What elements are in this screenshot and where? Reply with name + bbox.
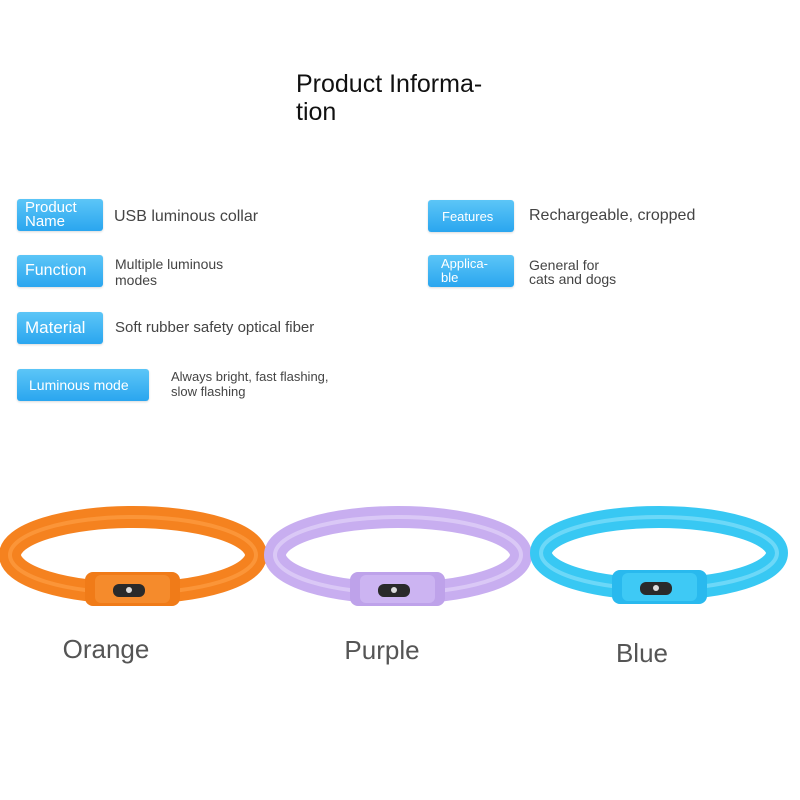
label-function-text: Function (25, 262, 87, 279)
label-features-text: Features (442, 208, 494, 224)
page-title: Product Informa- tion (296, 70, 483, 126)
collar-purple-image (264, 506, 532, 606)
label-applicable: Applica- ble (428, 255, 514, 287)
value-luminous-mode: Always bright, fast flashing, slow flash… (171, 369, 329, 399)
color-name-purple: Purple (344, 635, 420, 665)
value-applicable: General for cats and dogs (529, 257, 617, 287)
color-name-blue: Blue (615, 638, 669, 668)
value-material: Soft rubber safety optical fiber (115, 319, 315, 336)
collar-orange-image (0, 506, 267, 606)
value-features: Rechargeable, cropped (529, 207, 696, 224)
label-luminous-mode-text: Luminous mode (29, 377, 129, 393)
color-name-orange: Orange (62, 634, 150, 664)
label-material-text: Material (25, 318, 86, 337)
label-features: Features (428, 200, 514, 232)
collar-blue-image (530, 506, 788, 604)
label-product-name-text: Product Name (25, 199, 77, 230)
label-function: Function (17, 255, 103, 287)
label-material: Material (17, 312, 103, 344)
label-product-name: Product Name (17, 199, 103, 231)
value-product-name: USB luminous collar (114, 208, 259, 225)
label-applicable-text: Applica- ble (441, 256, 488, 285)
label-luminous-mode: Luminous mode (17, 369, 149, 401)
value-function: Multiple luminous modes (115, 256, 224, 288)
